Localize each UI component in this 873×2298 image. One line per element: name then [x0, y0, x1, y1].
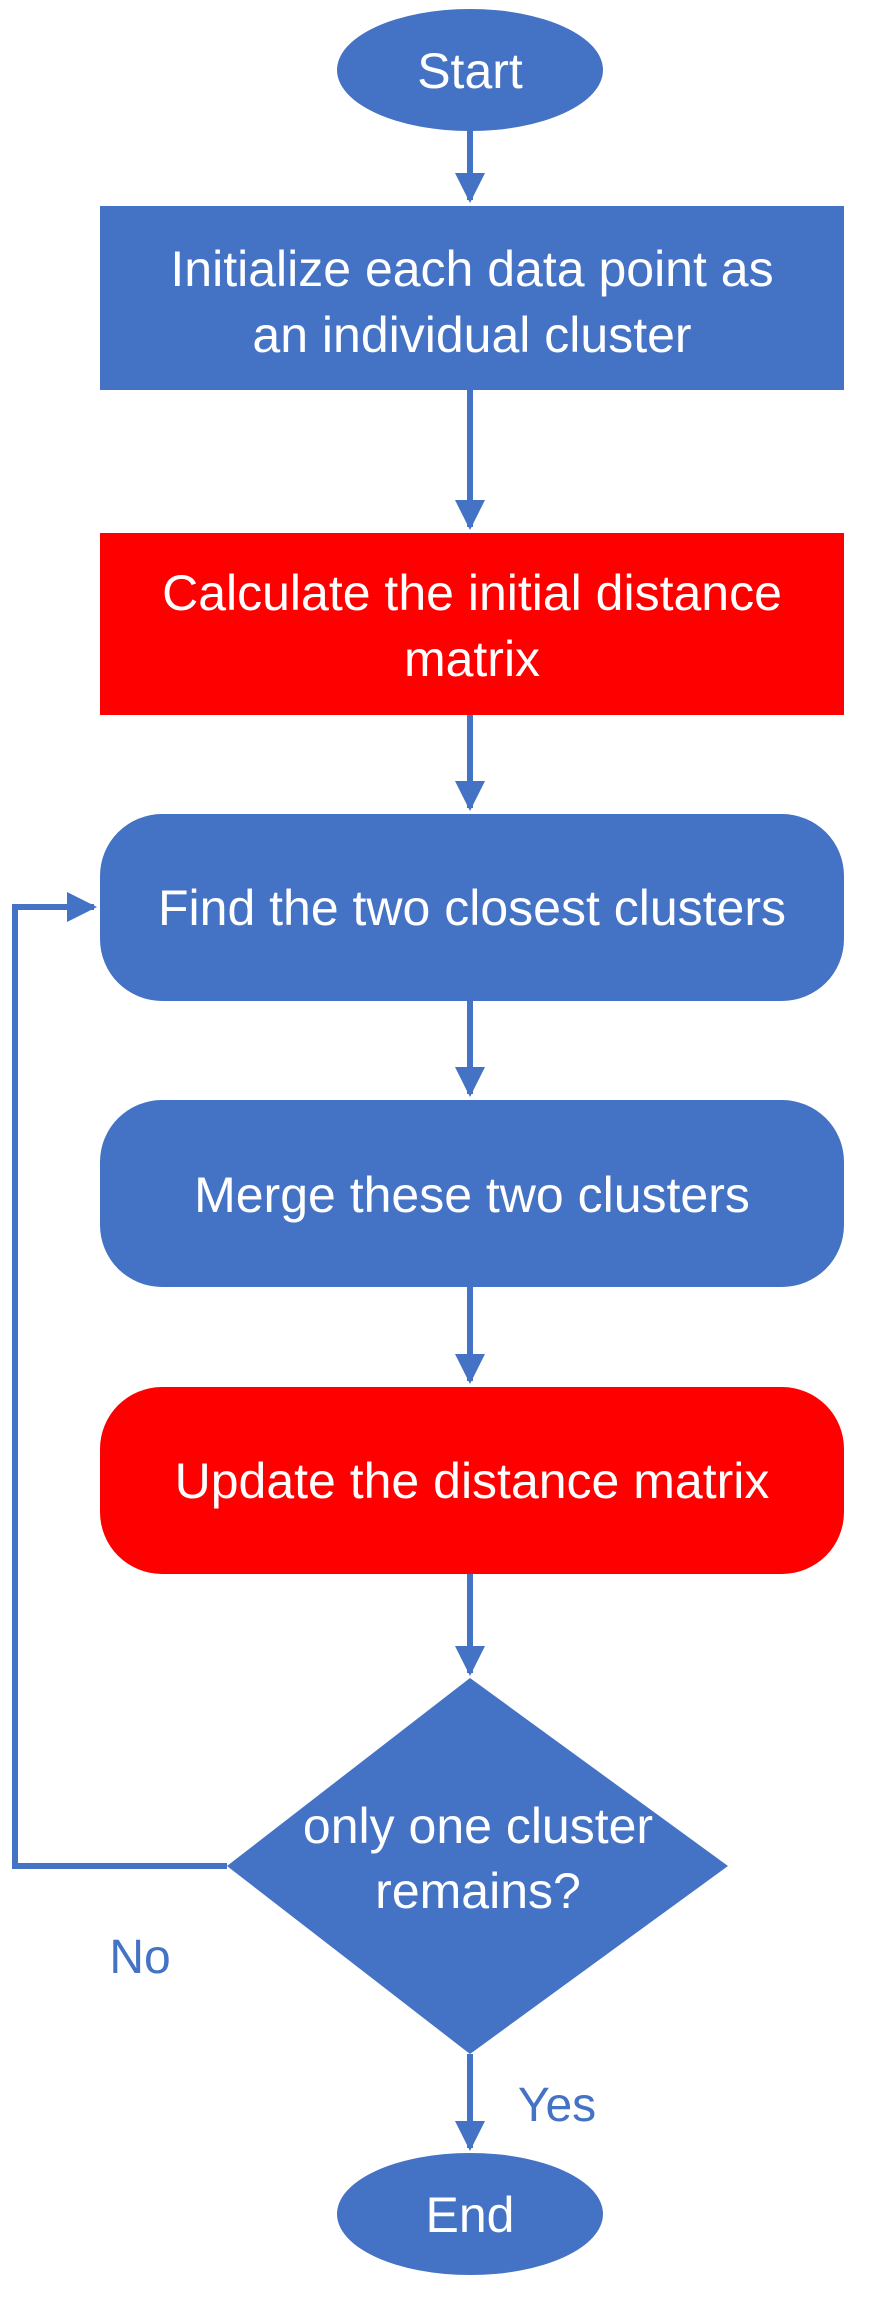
update-label: Update the distance matrix: [175, 1453, 770, 1509]
find-node: Find the two closest clusters: [100, 814, 844, 1001]
initialize-node: Initialize each data point as an individ…: [100, 206, 844, 390]
decision-label-line-1: only one cluster: [303, 1798, 653, 1854]
start-ellipse: [337, 9, 603, 131]
decision-label-line-2: remains?: [375, 1863, 581, 1919]
arrow-no-loop: [12, 892, 227, 1869]
yes-label: Yes: [518, 2079, 596, 2132]
end-node: End: [337, 2153, 603, 2275]
find-box: [100, 814, 844, 1001]
start-label: Start: [417, 43, 523, 99]
initialize-label-line-1: Initialize each data point as: [170, 241, 773, 297]
initialize-label-line-2: an individual cluster: [252, 307, 691, 363]
end-label: End: [426, 2187, 515, 2243]
initialize-box: [100, 206, 844, 390]
merge-box: [100, 1100, 844, 1287]
merge-node: Merge these two clusters: [100, 1100, 844, 1287]
no-label: No: [109, 1931, 170, 1984]
update-node: Update the distance matrix: [100, 1387, 844, 1574]
find-label: Find the two closest clusters: [158, 880, 786, 936]
merge-label: Merge these two clusters: [194, 1167, 750, 1223]
decision-diamond: [227, 1678, 728, 2054]
calculate-node: Calculate the initial distance matrix: [100, 533, 844, 715]
calculate-label-line-1: Calculate the initial distance: [162, 565, 782, 621]
calculate-label-line-2: matrix: [404, 631, 540, 687]
end-ellipse: [337, 2153, 603, 2275]
start-node: Start: [337, 9, 603, 131]
calculate-box: [100, 533, 844, 715]
decision-node: only one cluster remains?: [227, 1678, 728, 2054]
update-box: [100, 1387, 844, 1574]
